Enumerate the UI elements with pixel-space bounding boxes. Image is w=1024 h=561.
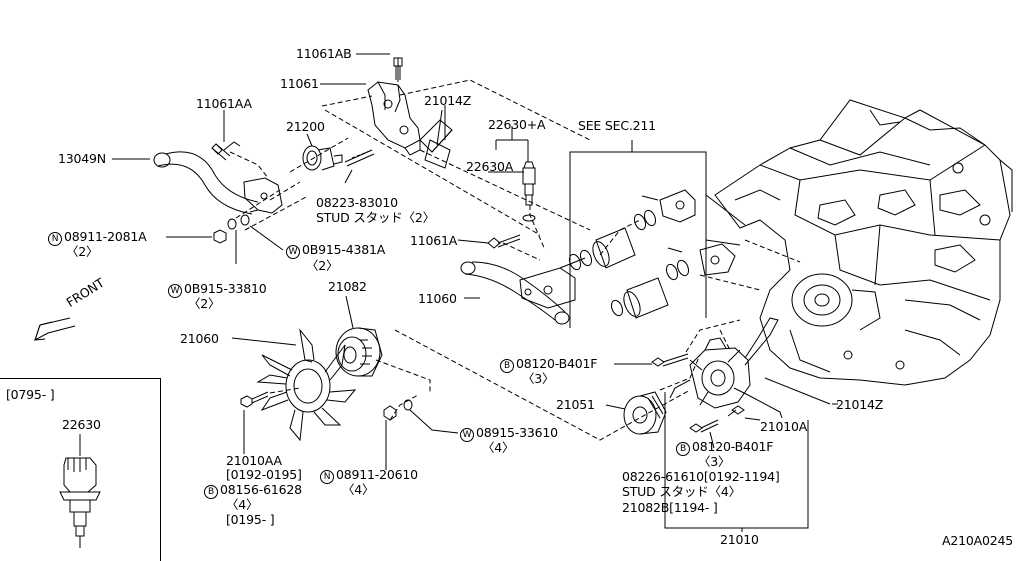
- label-21082b: 21082B[1194- ]: [622, 500, 718, 515]
- bolt-symbol: B: [500, 359, 514, 373]
- sec211-hoses-drawing: [568, 189, 736, 319]
- label-21010: 21010: [720, 532, 759, 547]
- label-b-qty-c: 〈4〉: [226, 497, 259, 512]
- bolt-11061a-drawing: [487, 234, 521, 249]
- label-11061a: 11061A: [410, 233, 458, 248]
- label-see-sec: SEE SEC.211: [578, 118, 656, 133]
- sec211-bracket: [569, 140, 746, 328]
- pipe-11060-drawing: [460, 257, 586, 325]
- bolt-symbol: B: [676, 442, 690, 456]
- label-13049n: 13049N: [58, 151, 106, 166]
- label-diagram-id: A210A0245: [942, 533, 1013, 548]
- inset-panel: [0, 378, 161, 561]
- pulley-21051-drawing: [623, 391, 667, 435]
- nut-symbol: N: [48, 232, 62, 246]
- fan-clutch-21082-drawing: [335, 327, 383, 377]
- label-n-qty-b: 〈4〉: [342, 482, 375, 497]
- label-w-qty-a: 〈2〉: [306, 258, 339, 273]
- label-21060: 21060: [180, 331, 219, 346]
- water-pump-21010-drawing: [669, 317, 779, 409]
- label-b-qty-b: 〈3〉: [698, 454, 731, 469]
- label-22630a: 22630A: [466, 159, 514, 174]
- leader-lines: [112, 53, 838, 470]
- label-21200: 21200: [286, 119, 325, 134]
- label-21082: 21082: [328, 279, 367, 294]
- label-b-qty-a: 〈3〉: [522, 371, 555, 386]
- label-11061ab: 11061AB: [296, 46, 352, 61]
- nut-symbol: N: [320, 470, 334, 484]
- inlet-piece-drawing: [243, 177, 283, 214]
- label-date-0195: [0195- ]: [226, 512, 275, 527]
- label-21014z-top: 21014Z: [424, 93, 472, 108]
- label-21014z-right: 21014Z: [836, 397, 884, 412]
- label-22630a-plus: 22630+A: [488, 117, 546, 132]
- hose-13049n-drawing: [153, 151, 259, 215]
- bolts-pump-drawing: [651, 353, 745, 433]
- fan-21060-drawing: [256, 328, 357, 442]
- bolt-21010aa-drawing: [240, 391, 269, 408]
- label-11061: 11061: [280, 76, 319, 91]
- label-n-qty-a: 〈2〉: [66, 244, 99, 259]
- sensor-22630-drawing: [522, 161, 536, 222]
- label-stud-a-txt: STUD スタッド〈2〉: [316, 210, 435, 225]
- tube-21014z-top: [424, 109, 451, 169]
- label-21051: 21051: [556, 397, 595, 412]
- label-inset-date: [0795- ]: [6, 387, 55, 402]
- washer-symbol: W: [286, 245, 300, 259]
- label-w-qty-b: 〈2〉: [188, 296, 221, 311]
- inset-sensor-drawing: [59, 434, 101, 548]
- label-inset-22630: 22630: [62, 417, 101, 432]
- label-21010aa: 21010AA: [226, 453, 282, 468]
- leader-dashes-lower: [269, 319, 741, 441]
- label-11061aa: 11061AA: [196, 96, 252, 111]
- label-w-qty-c: 〈4〉: [482, 440, 515, 455]
- label-stud-b-txt: STUD スタッド〈4〉: [622, 484, 741, 499]
- lower-bracket-lines: [664, 377, 831, 532]
- label-21010a: 21010A: [760, 419, 808, 434]
- label-date-0192-0195: [0192-0195]: [226, 467, 302, 482]
- engine-block-drawing: [714, 99, 1013, 386]
- bolt-symbol: B: [204, 485, 218, 499]
- front-arrow: [34, 317, 76, 342]
- nut-washer-drawing: [213, 214, 250, 244]
- label-11060: 11060: [418, 291, 457, 306]
- washer-symbol: W: [460, 428, 474, 442]
- label-stud-b-num: 08226-61610[0192-1194]: [622, 469, 780, 484]
- label-stud-a-num: 08223-83010: [316, 195, 398, 210]
- leader-dashes-upper: [229, 79, 801, 291]
- nut-washer-lower-drawing: [383, 399, 413, 421]
- bolt-11061aa-drawing: [211, 141, 241, 161]
- washer-symbol: W: [168, 284, 182, 298]
